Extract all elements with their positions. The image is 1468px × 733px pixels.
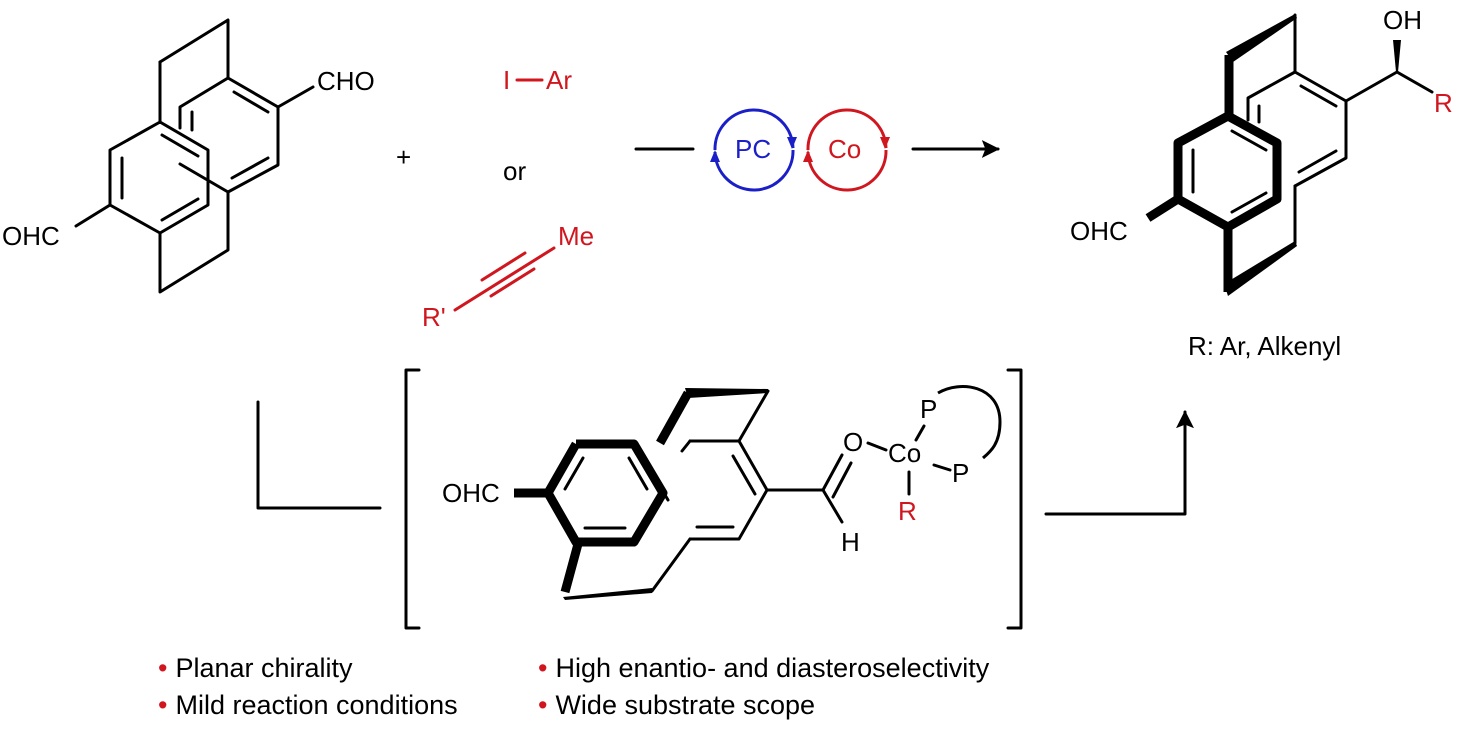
bisphosphine-backbone xyxy=(937,385,1002,460)
double-bond-inner xyxy=(160,133,200,158)
double-bond-inner xyxy=(232,90,270,114)
double-bond-inner xyxy=(230,156,270,180)
double-bond-inner xyxy=(680,439,692,453)
double-bond-inner xyxy=(563,456,585,491)
lower-bridge-wedge xyxy=(1224,241,1297,296)
co-p-bond xyxy=(914,424,926,442)
co-p-bond xyxy=(932,463,952,472)
left-bracket xyxy=(404,368,421,630)
cho-bond xyxy=(74,203,112,228)
intermediate-arrow-out xyxy=(1044,418,1187,516)
bullet-icon: • xyxy=(538,653,548,683)
o-co-bond xyxy=(866,441,888,452)
intermediate-cobalt-complex: OHC O H Co P P R xyxy=(442,385,1002,600)
cho-bond xyxy=(276,85,315,109)
back-ring xyxy=(688,439,769,541)
feature-item: •Planar chirality xyxy=(158,650,458,687)
feature-item: •Mild reaction conditions xyxy=(158,687,458,724)
plus-sign: + xyxy=(396,142,411,172)
cycle-arrowhead-icon xyxy=(787,137,797,149)
feature-text: Mild reaction conditions xyxy=(175,690,458,720)
feature-item: •Wide substrate scope xyxy=(538,687,989,724)
double-bond-inner xyxy=(731,454,757,496)
double-bond-inner xyxy=(627,456,649,491)
bullet-icon: • xyxy=(158,690,168,720)
bullet-icon: • xyxy=(538,690,548,720)
bullet-icon: • xyxy=(158,653,168,683)
photocatalyst-label: PC xyxy=(735,134,771,164)
bridge-bond-bold xyxy=(656,390,692,446)
alkyne-backbone xyxy=(453,246,556,312)
photocatalyst-cycle-arc-top xyxy=(713,108,795,151)
cobalt-cycle: Co xyxy=(803,108,890,192)
photocatalyst-cycle-arc-bottom xyxy=(713,149,795,192)
phosphine-p-top-label: P xyxy=(920,394,937,424)
alkyne-pi-bond xyxy=(489,267,536,298)
back-ring xyxy=(178,76,280,194)
back-ring-bond xyxy=(1246,70,1297,122)
double-bond-inner xyxy=(1230,191,1268,214)
feature-column-right: •High enantio- and diasteroselectivity •… xyxy=(538,650,989,724)
cho-bond xyxy=(1145,195,1181,222)
carbinol-bonds xyxy=(1344,70,1434,103)
carbonyl-oxygen-label: O xyxy=(843,427,863,457)
hydroxyl-wedge xyxy=(1393,40,1401,72)
bridge-bond xyxy=(650,537,692,593)
double-bond-inner xyxy=(653,476,670,502)
cycle-arrowhead-icon xyxy=(880,137,890,149)
product-ohc-label: OHC xyxy=(1070,216,1128,246)
photocatalyst-cycle: PC xyxy=(710,108,797,192)
front-ring xyxy=(108,120,210,235)
upper-bridge-wedge xyxy=(685,388,768,398)
right-bracket xyxy=(1006,368,1023,630)
double-bond-inner xyxy=(160,197,200,222)
feature-column-left: •Planar chirality •Mild reaction conditi… xyxy=(158,650,458,724)
methyl-label: Me xyxy=(558,221,594,251)
cobalt-label: Co xyxy=(828,134,861,164)
r-definition: R: Ar, Alkenyl xyxy=(1188,331,1341,361)
cobalt-cycle-arc-bottom xyxy=(806,149,888,192)
cho-label-top: CHO xyxy=(317,66,375,96)
iodine-label: I xyxy=(503,65,510,95)
cobalt-cycle-arc-top xyxy=(806,108,888,151)
intermediate-arrow-in xyxy=(256,400,382,510)
back-ring-bond xyxy=(178,76,230,130)
double-bond-inner xyxy=(1297,149,1338,174)
c-h-bond xyxy=(821,488,844,524)
r-prime-label: R' xyxy=(422,302,446,332)
upper-bridge-wedge xyxy=(1226,14,1297,62)
alkyne-reagent: Me R' xyxy=(422,221,594,332)
feature-text: High enantio- and diasteroselectivity xyxy=(555,653,990,683)
cobalt-center-label: Co xyxy=(888,438,921,468)
cycle-arrowhead-icon xyxy=(803,150,813,162)
upper-ethano-bridge xyxy=(158,18,230,80)
front-ring xyxy=(1173,112,1282,232)
or-label: or xyxy=(503,156,526,186)
lower-bridge-wedge xyxy=(563,588,652,600)
feature-text: Planar chirality xyxy=(175,653,353,683)
cycle-arrowhead-icon xyxy=(710,150,720,162)
lower-ethano-bridge xyxy=(158,190,230,294)
intermediate-ohc-label: OHC xyxy=(442,478,500,508)
feature-item: •High enantio- and diasteroselectivity xyxy=(538,650,989,687)
bridge-bond xyxy=(737,389,770,443)
double-bond-inner xyxy=(1299,84,1338,108)
aryl-iodide-reagent: I Ar xyxy=(503,65,572,95)
intermediate-r-label: R xyxy=(898,496,917,526)
cho-label-bottom: OHC xyxy=(2,221,60,251)
bridge-bond-bold xyxy=(560,542,583,594)
carbonyl-double-bond xyxy=(831,461,853,499)
carbonyl-double-bond xyxy=(821,453,844,492)
aldehyde-h-label: H xyxy=(841,527,860,557)
product-paracyclophane: OHC OH R xyxy=(1070,5,1453,296)
starting-material-paracyclophane: CHO OHC xyxy=(2,18,375,294)
feature-text: Wide substrate scope xyxy=(555,690,816,720)
double-bond-inner xyxy=(1230,129,1268,152)
phosphine-p-bottom-label: P xyxy=(952,458,969,488)
alkyne-pi-bond xyxy=(480,251,527,282)
aryl-label: Ar xyxy=(546,65,572,95)
product-r-label: R xyxy=(1434,88,1453,118)
hydroxyl-label: OH xyxy=(1383,5,1422,35)
